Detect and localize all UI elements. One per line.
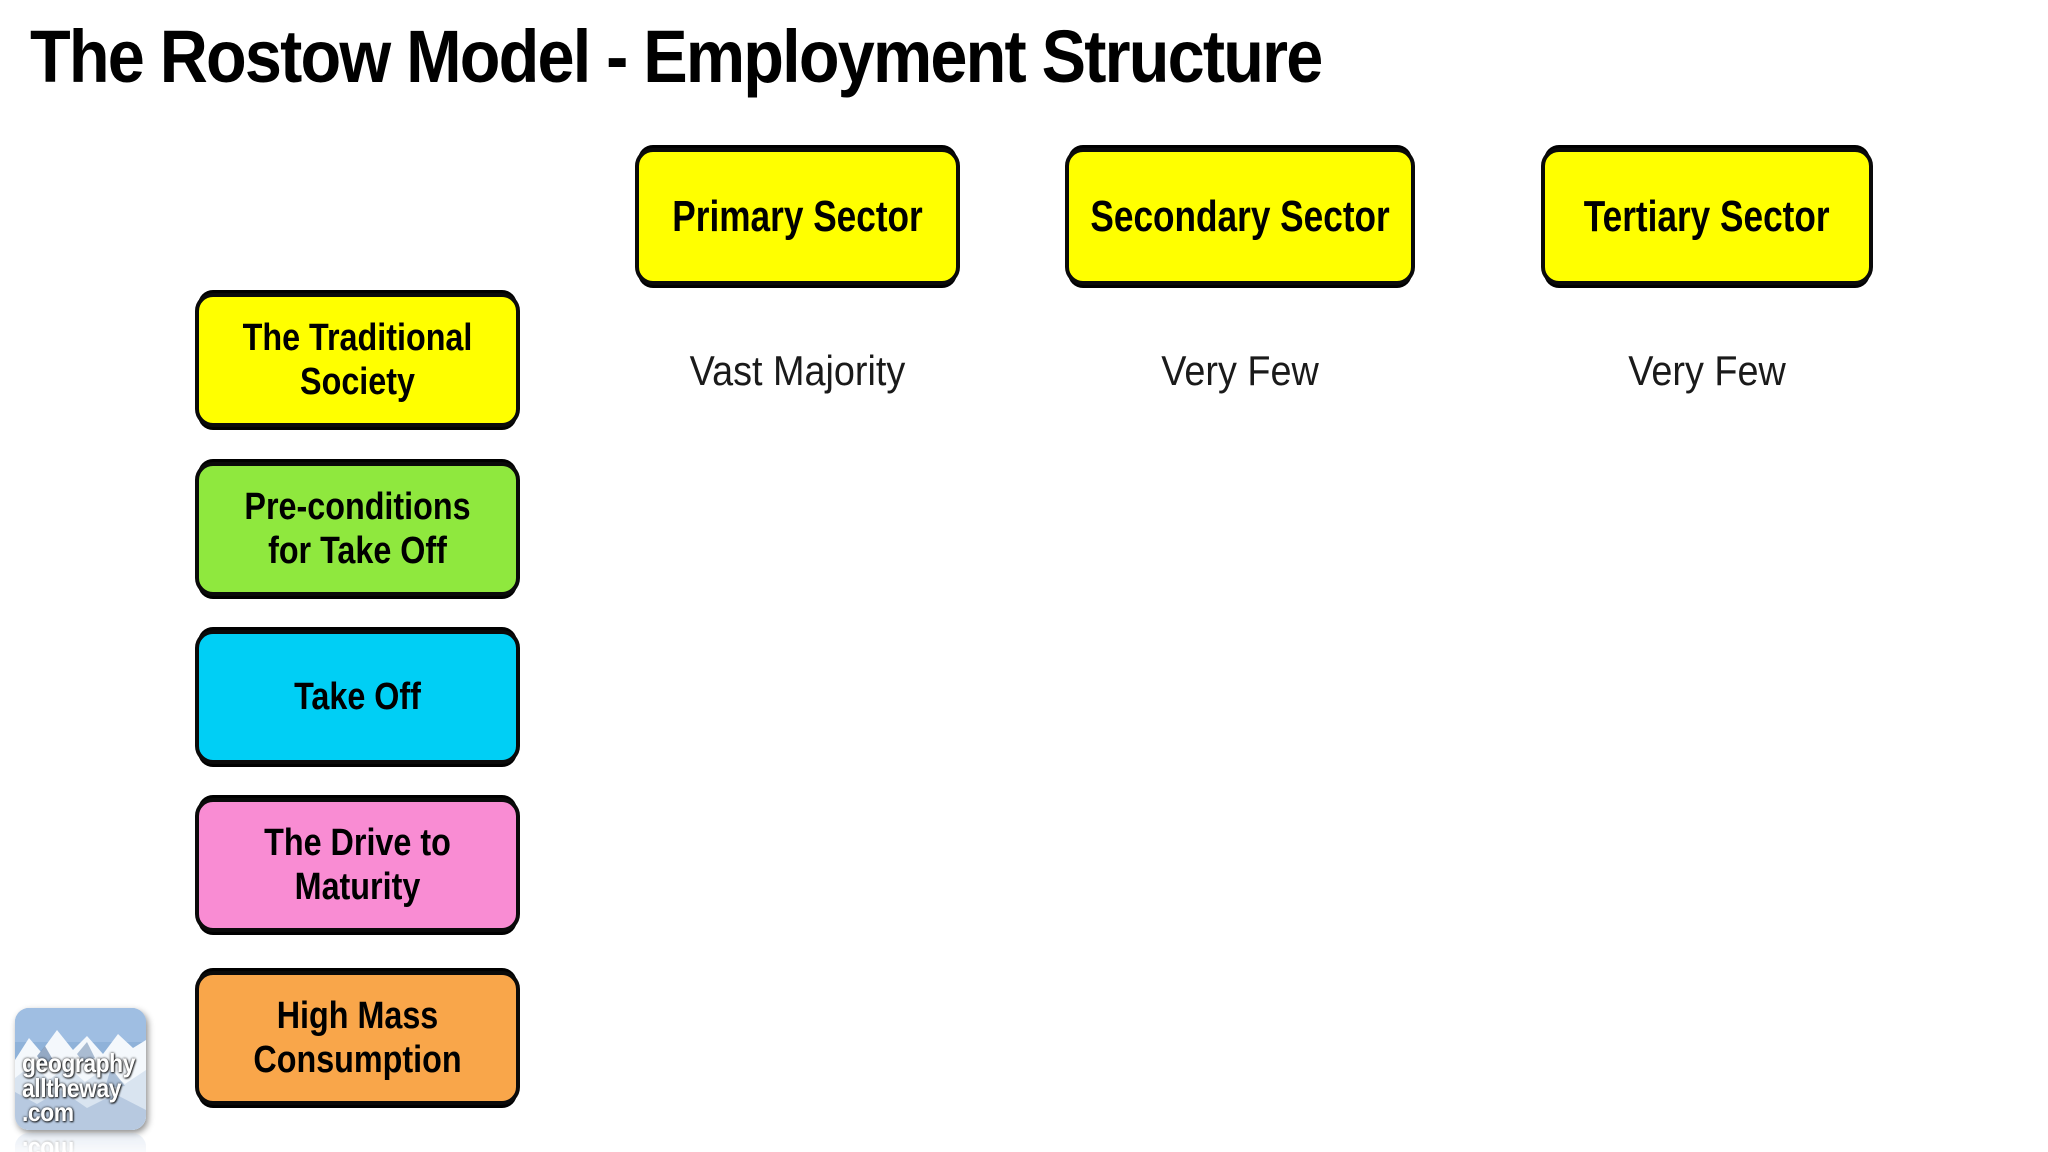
sector-header-primary-label: Primary Sector — [672, 191, 923, 241]
sector-header-primary: Primary Sector — [635, 148, 960, 285]
stage-label-take-off: Take Off — [294, 675, 421, 718]
logo-wordmark: geography alltheway .com — [22, 1047, 136, 1128]
geographyalltheway-logo: geography alltheway .com geography allth… — [15, 1008, 146, 1152]
sector-header-tertiary: Tertiary Sector — [1541, 148, 1873, 285]
stage-box-traditional-society: The Traditional Society — [195, 293, 520, 427]
stage-box-take-off: Take Off — [195, 630, 520, 764]
logo-line-2: alltheway — [22, 1072, 122, 1103]
stage-box-preconditions-for-take-off: Pre-conditions for Take Off — [195, 462, 520, 596]
stage-label-preconditions-for-take-off: Pre-conditions for Take Off — [244, 485, 471, 572]
logo-image: geography alltheway .com — [15, 1008, 146, 1130]
employment-value-secondary: Very Few — [1161, 347, 1319, 394]
logo-wordmark-reflection: geography alltheway .com — [22, 1135, 74, 1152]
sector-header-secondary-label: Secondary Sector — [1090, 191, 1390, 241]
page-title: The Rostow Model - Employment Structure — [30, 15, 1323, 98]
stage-box-high-mass-consumption: High Mass Consumption — [195, 971, 520, 1105]
logo-reflection-mirror: geography alltheway .com — [15, 1133, 146, 1152]
mountain-photo-reflection — [15, 1133, 146, 1152]
logo-reflection: geography alltheway .com — [15, 1133, 146, 1152]
stage-label-high-mass-consumption: High Mass Consumption — [253, 994, 462, 1081]
stage-label-drive-to-maturity: The Drive to Maturity — [264, 821, 451, 908]
sector-header-secondary: Secondary Sector — [1065, 148, 1415, 285]
stage-box-drive-to-maturity: The Drive to Maturity — [195, 798, 520, 932]
employment-value-tertiary: Very Few — [1628, 347, 1786, 394]
employment-value-primary: Vast Majority — [689, 347, 906, 394]
logo-line-1: geography — [22, 1047, 136, 1078]
logo-line-3: .com — [22, 1097, 74, 1128]
sector-header-tertiary-label: Tertiary Sector — [1584, 191, 1830, 241]
mountain-photo — [15, 1008, 146, 1130]
stage-label-traditional-society: The Traditional Society — [242, 316, 473, 403]
